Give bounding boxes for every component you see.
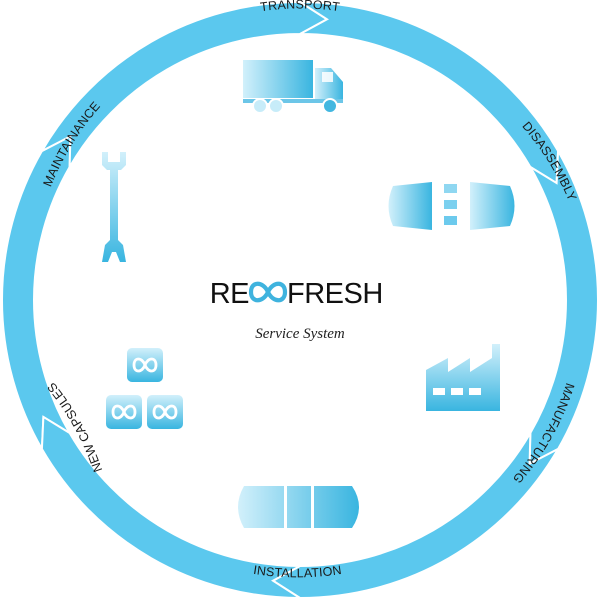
capsule-icon <box>238 486 359 528</box>
brand-subtitle: Service System <box>255 326 345 342</box>
disassembled-capsule-icon <box>388 182 515 230</box>
capsule-stack-icon <box>106 348 183 429</box>
factory-icon <box>426 344 500 411</box>
truck-icon <box>243 60 343 114</box>
ring-segment-maintainance <box>40 415 304 600</box>
brand-logo: RE FRESH Service System <box>210 278 384 342</box>
infinity-logo-icon <box>248 281 288 303</box>
stage-label-installation: INSTALLATION <box>252 563 342 580</box>
brand-name-left: RE <box>210 278 249 310</box>
brand-name-right: FRESH <box>287 278 383 310</box>
stage-label-transport: TRANSPORT <box>259 0 340 14</box>
wrench-icon <box>102 152 126 262</box>
